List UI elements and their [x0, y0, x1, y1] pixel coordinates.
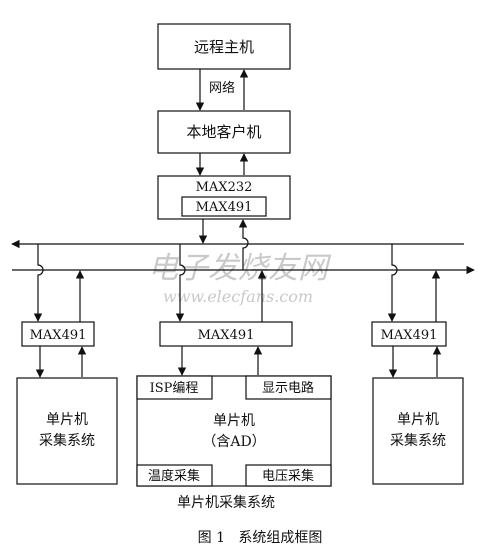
max232-label: MAX232: [196, 180, 253, 195]
max491-center-label: MAX491: [198, 328, 255, 343]
remote-host-box: [157, 23, 291, 70]
mcu-right-line1: 单片机: [397, 412, 439, 428]
display-box: [245, 375, 332, 400]
right-down-arrow: [387, 244, 398, 322]
max491-left-label: MAX491: [30, 328, 87, 343]
mcu-left-line2: 采集系统: [39, 432, 95, 449]
isp-box: [136, 375, 213, 400]
display-label: 显示电路: [262, 380, 314, 396]
remote-host-label: 远程主机: [194, 38, 254, 56]
voltage-label: 电压采集: [262, 468, 314, 484]
mcu-left-line1: 单片机: [46, 412, 88, 428]
mcu-center-line2: （含AD）: [202, 434, 265, 450]
voltage-box: [245, 464, 332, 487]
mcu-right-line2: 采集系统: [390, 432, 446, 449]
mcu-right-box: [372, 377, 464, 485]
local-client-label: 本地客户机: [186, 123, 261, 141]
mcu-left-box: [16, 377, 118, 485]
figure-caption: 图 1 系统组成框图: [198, 530, 323, 546]
mcu-center-line1: 单片机: [213, 413, 255, 429]
max491-right-box: [371, 321, 447, 347]
watermark-title: 电子发烧友网: [148, 251, 332, 286]
max491-center-box: [159, 321, 293, 347]
watermark-url: www.elecfans.com: [163, 287, 313, 306]
bus2-to-conv-arrow: [238, 219, 249, 270]
temp-box: [136, 464, 213, 487]
center-down-arrow: [175, 244, 186, 322]
max491-top-box: [181, 196, 267, 217]
max491-left-box: [21, 321, 95, 347]
left-down-arrow: [33, 244, 44, 322]
isp-label: ISP编程: [150, 381, 199, 396]
temp-label: 温度采集: [148, 468, 200, 484]
max491-top-label: MAX491: [196, 200, 253, 215]
center-system-caption: 单片机采集系统: [177, 494, 275, 511]
local-client-box: [157, 110, 291, 154]
network-label: 网络: [209, 80, 235, 96]
max491-right-label: MAX491: [381, 328, 438, 343]
